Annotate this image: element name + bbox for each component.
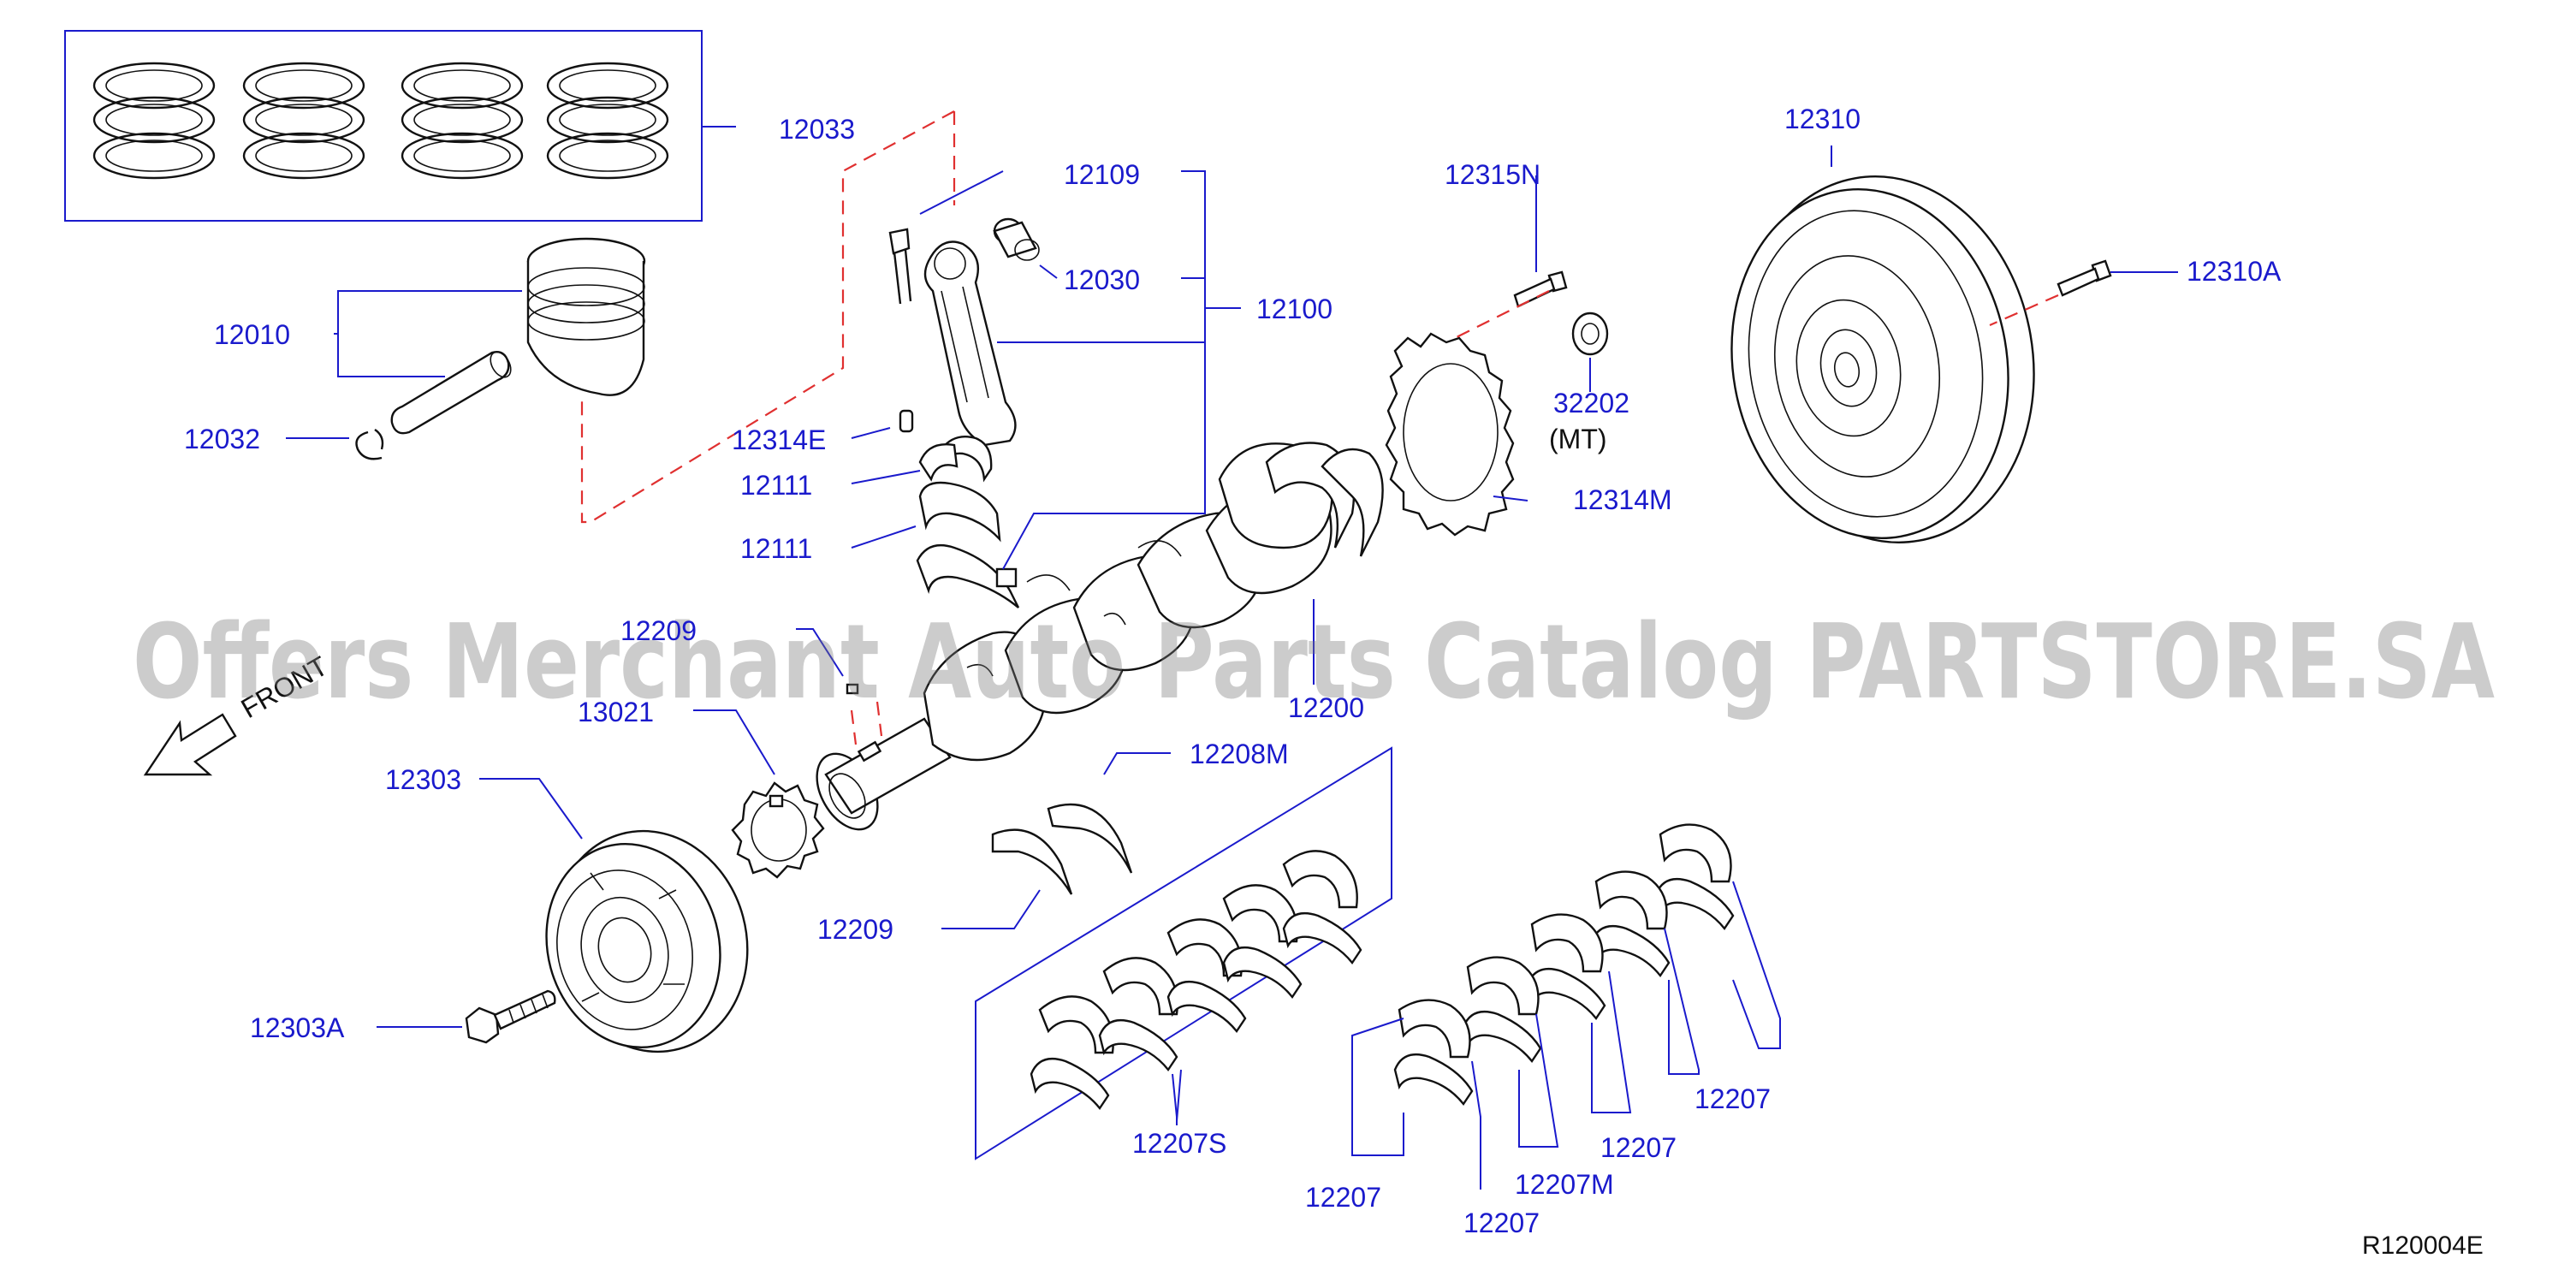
label-12207-d: 12207 [1463, 1208, 1540, 1238]
label-12207-a: 12207 [1695, 1083, 1771, 1114]
label-12314E: 12314E [732, 424, 826, 455]
label-12032: 12032 [184, 424, 260, 454]
label-12111-upper: 12111 [740, 470, 812, 501]
pulley-bolt [465, 989, 556, 1044]
thrust-washer-lower [991, 828, 1073, 895]
label-12010: 12010 [214, 319, 290, 350]
main-bearings-individual [1393, 823, 1735, 1107]
bearing-row-upper [1038, 850, 1358, 1054]
label-12207-c: 12207 [1305, 1182, 1381, 1213]
label-12200: 12200 [1288, 692, 1364, 723]
watermark: Offers Merchant Auto Parts Catalog PARTS… [133, 603, 2495, 722]
label-12209-top: 12209 [620, 615, 697, 646]
label-12303A: 12303A [250, 1012, 345, 1043]
crankshaft [816, 442, 1384, 831]
label-12100: 12100 [1256, 294, 1333, 324]
crank-sprocket [731, 781, 825, 879]
connecting-rod [923, 240, 1017, 447]
piston-pin [390, 351, 512, 435]
bearing-row-lower [1030, 911, 1362, 1111]
label-32202-note: (MT) [1549, 424, 1607, 454]
label-12209: 12209 [817, 914, 893, 945]
crank-pulley [545, 829, 749, 1053]
label-12208M: 12208M [1190, 739, 1289, 769]
label-13021: 13021 [578, 697, 654, 727]
drive-plate-sprocket [1385, 332, 1515, 537]
label-12310: 12310 [1784, 104, 1861, 134]
label-12207-b: 12207 [1600, 1132, 1677, 1163]
ring-stack-4 [546, 62, 669, 180]
rod-nut-dowel [899, 409, 914, 433]
label-12314M: 12314M [1573, 484, 1672, 515]
label-12033: 12033 [779, 114, 855, 145]
rod-bushing [993, 217, 1040, 261]
label-12207M: 12207M [1515, 1169, 1614, 1200]
snap-ring [355, 429, 384, 460]
main-bearing-set [975, 746, 1392, 1160]
key [846, 683, 883, 763]
ring-stack-2 [242, 62, 365, 180]
label-12030: 12030 [1064, 264, 1140, 295]
thrust-washer-upper [1047, 803, 1133, 874]
pilot-bushing [1571, 312, 1609, 356]
flywheel [1730, 175, 2035, 543]
label-12111-lower: 12111 [740, 533, 812, 564]
label-12303: 12303 [385, 764, 461, 795]
label-12207S: 12207S [1132, 1128, 1226, 1159]
label-12310A: 12310A [2187, 256, 2282, 287]
rod-bolt [888, 228, 912, 305]
rod-group-bracket [1002, 170, 1206, 570]
rod-bearing-lower [916, 481, 1020, 608]
flywheel-bolt-small [1513, 270, 1568, 308]
label-12109: 12109 [1064, 159, 1140, 190]
flywheel-bolt [2057, 259, 2112, 297]
ring-stack-1 [92, 62, 216, 180]
ring-stack-3 [401, 62, 524, 180]
label-12315N: 12315N [1445, 159, 1540, 190]
piston [526, 237, 646, 396]
reference-code: R120004E [2362, 1231, 2484, 1260]
label-32202: 32202 [1553, 388, 1629, 418]
rod-bearing-upper [918, 435, 993, 483]
piston-ring-set [64, 30, 736, 222]
